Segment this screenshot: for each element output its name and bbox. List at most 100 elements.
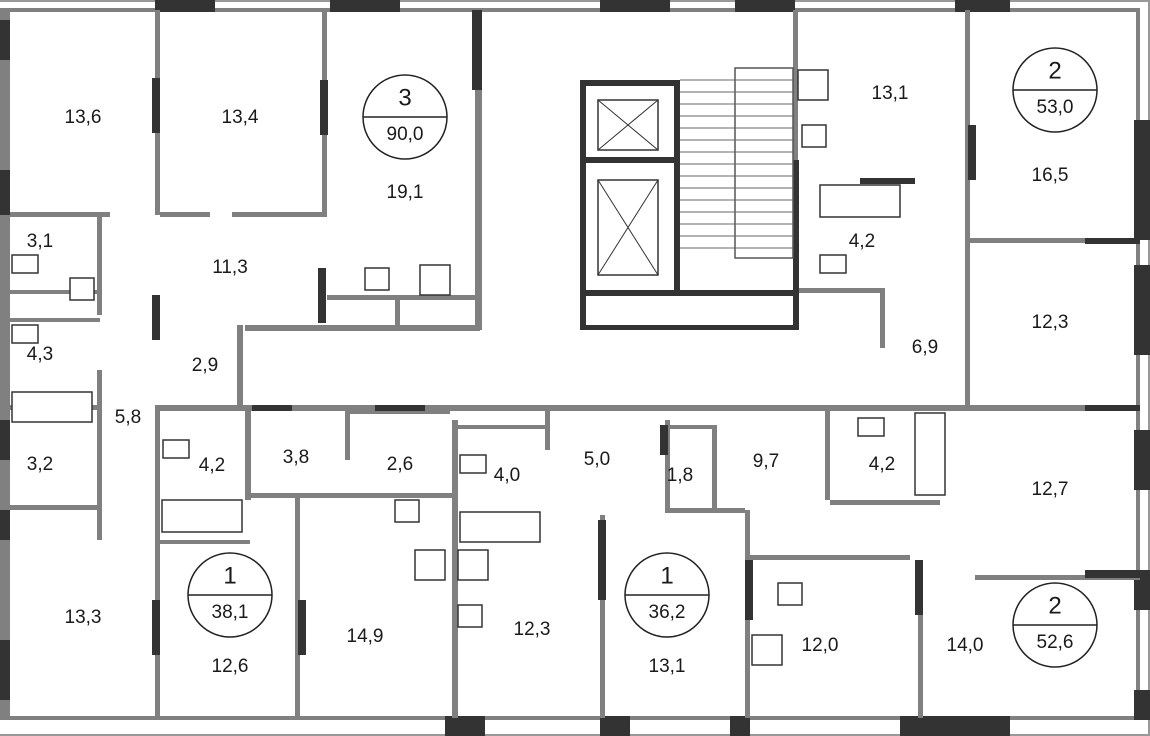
window: [1134, 265, 1150, 355]
wall: [0, 716, 1140, 720]
wall-dark: [320, 80, 328, 135]
wall: [825, 410, 830, 500]
apartment-badges: 3 90,0 2 53,0 1 38,1 1 36,2 2 52,6: [187, 47, 1098, 668]
room-area: 19,1: [387, 182, 424, 203]
apartment-area: 53,0: [1037, 97, 1074, 118]
bathtub-icon: [914, 412, 946, 496]
wall: [97, 370, 102, 540]
wall: [295, 495, 300, 718]
window: [1134, 690, 1150, 720]
window: [0, 510, 10, 540]
wall: [10, 212, 110, 217]
wall-dark: [660, 425, 668, 455]
sink-icon: [69, 277, 95, 301]
apartment-badge[interactable]: 2 53,0: [1012, 47, 1098, 133]
apartment-badge[interactable]: 1 36,2: [624, 552, 710, 638]
bathtub-icon: [161, 499, 243, 533]
room-area: 3,2: [27, 454, 53, 475]
wall-dark: [915, 560, 923, 615]
wall-dark: [1085, 405, 1140, 411]
bathtub-icon: [11, 391, 93, 423]
window: [600, 716, 630, 736]
wall-dark: [745, 560, 753, 620]
wall-dark: [152, 295, 160, 340]
room-area: 1,8: [667, 465, 693, 486]
wall: [975, 575, 1140, 580]
wall: [965, 10, 970, 410]
apartment-rooms: 1: [660, 562, 673, 589]
room-area: 13,3: [65, 607, 102, 628]
room-area: 16,5: [1032, 165, 1069, 186]
apartment-badge[interactable]: 1 38,1: [187, 552, 273, 638]
room-area: 12,7: [1032, 479, 1069, 500]
elevator-wall: [580, 325, 798, 330]
room-area: 4,0: [494, 465, 520, 486]
elevator-cross: [597, 99, 659, 151]
window: [0, 420, 10, 460]
window: [0, 640, 10, 700]
wall-dark: [152, 78, 160, 133]
wall: [750, 555, 910, 560]
window: [1134, 430, 1150, 490]
wall: [545, 410, 550, 450]
wall: [458, 425, 548, 429]
apartment-rooms: 2: [1048, 592, 1061, 619]
wall: [10, 290, 100, 294]
apartment-rooms: 2: [1048, 57, 1061, 84]
room-area: 12,6: [212, 656, 249, 677]
stove-icon: [414, 549, 446, 581]
apartment-area: 36,2: [649, 602, 686, 623]
wall: [10, 318, 100, 322]
wall: [798, 288, 883, 293]
wall-dark: [1085, 238, 1140, 244]
sink-icon: [394, 499, 420, 523]
wall: [10, 505, 100, 510]
wall: [232, 212, 327, 217]
toilet-icon: [11, 324, 39, 344]
toilet-icon: [459, 454, 487, 474]
room-area: 12,3: [1032, 312, 1069, 333]
wall: [350, 410, 450, 414]
room-area: 9,7: [753, 451, 779, 472]
room-area: 13,1: [649, 656, 686, 677]
bathtub-icon: [819, 184, 901, 218]
wall-dark: [968, 125, 976, 180]
outer-border: [0, 0, 1150, 2]
wall-dark: [1085, 570, 1140, 578]
wall-dark: [318, 268, 326, 323]
wall-dark: [598, 520, 606, 600]
apartment-rooms: 3: [398, 84, 411, 111]
fixtures: [11, 67, 946, 666]
apartment-area: 52,6: [1037, 632, 1074, 653]
apartment-badge[interactable]: 2 52,6: [1012, 582, 1098, 668]
apartment-badge[interactable]: 3 90,0: [362, 74, 448, 160]
wall: [665, 508, 745, 513]
wall-dark: [298, 600, 306, 655]
window: [735, 0, 795, 12]
room-area: 3,1: [27, 231, 53, 252]
room-area: 2,9: [192, 355, 218, 376]
room-area: 12,0: [802, 635, 839, 656]
room-area: 14,0: [947, 635, 984, 656]
room-area: 4,2: [869, 454, 895, 475]
elevator-cross: [597, 179, 659, 276]
stove-icon: [457, 549, 489, 581]
window: [600, 0, 670, 12]
wall: [600, 515, 605, 718]
wall: [155, 410, 160, 540]
stove-icon: [751, 634, 783, 666]
toilet-icon: [11, 254, 39, 274]
apartment-rooms: 1: [223, 562, 236, 589]
wall: [665, 420, 670, 510]
wall: [475, 10, 482, 330]
window: [0, 20, 10, 60]
wall: [160, 540, 250, 544]
wall: [712, 425, 717, 510]
wall: [395, 300, 400, 330]
window: [1134, 120, 1150, 240]
wall-dark: [472, 10, 482, 90]
wall: [970, 238, 1140, 243]
elevator-shaft: [597, 99, 659, 151]
